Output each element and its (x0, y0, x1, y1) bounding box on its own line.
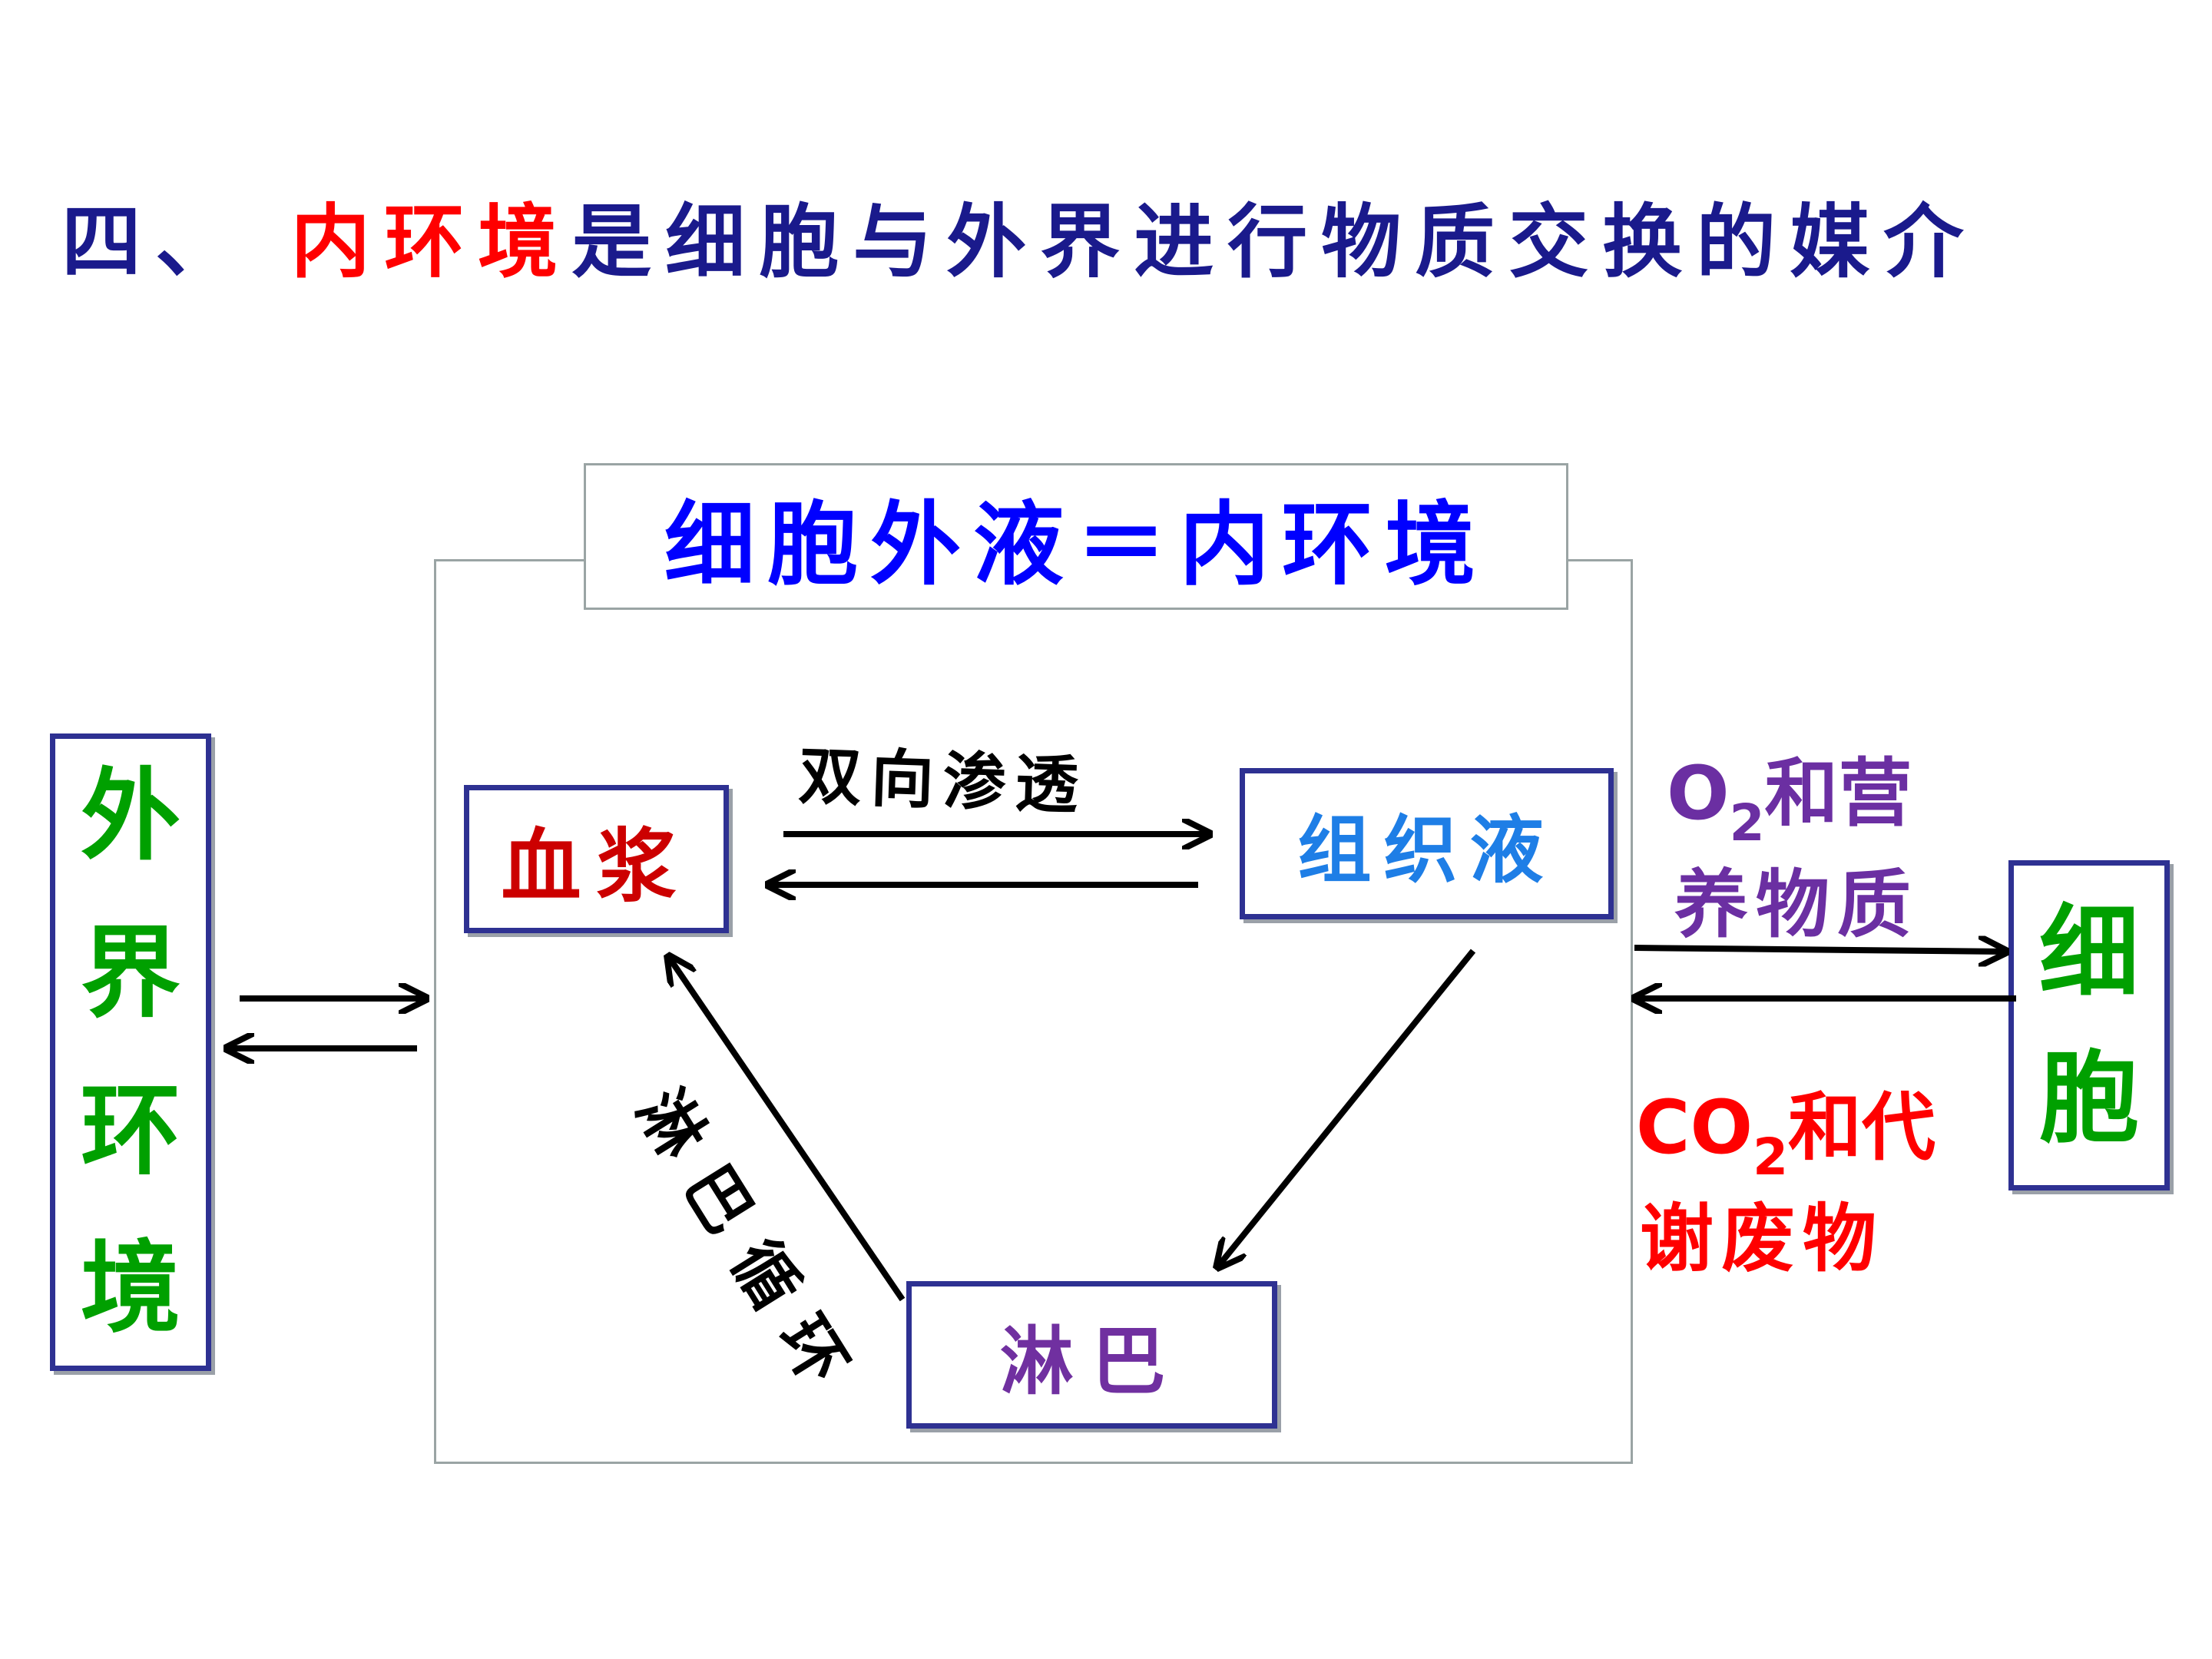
slide-heading: 四、 内环境是细胞与外界进行物质交换的媒介 (61, 188, 1977, 296)
co2-suffix: 和代 (1788, 1084, 1936, 1171)
heading-rest: 是细胞与外界进行物质交换的媒介 (571, 195, 1978, 289)
co2-waste-label-line1: CO2和代 (1636, 1068, 1936, 1187)
cell-label: 细胞 (2038, 894, 2139, 1157)
co2-prefix: CO (1636, 1084, 1753, 1171)
tissue-fluid-box: 组织液 (1240, 768, 1614, 919)
o2-subscript: 2 (1729, 793, 1765, 853)
o2-nutrients-label-line1: O2和营 (1667, 733, 1912, 853)
heading-prefix: 四、 (61, 195, 250, 289)
diagram-title-box: 细胞外液＝内环境 (584, 463, 1568, 610)
arrow-tissue-to-lymph (1217, 949, 1476, 1267)
waste-label-line2: 谢废物 (1640, 1196, 1884, 1282)
heading-highlight: 内环境 (290, 195, 572, 289)
external-environment-box: 外界环境 (50, 733, 211, 1371)
lymph-box: 淋巴 (906, 1281, 1277, 1429)
o2-suffix: 和营 (1764, 750, 1912, 836)
cell-box: 细胞 (2008, 860, 2170, 1190)
nutrients-label-line2: 养物质 (1674, 862, 1919, 948)
plasma-box: 血浆 (464, 785, 729, 933)
lymph-label: 淋巴 (999, 1318, 1184, 1405)
diagram-title: 细胞外液＝内环境 (664, 492, 1488, 598)
co2-subscript: 2 (1753, 1128, 1788, 1187)
arrow-tissue-to-cell (1634, 948, 2006, 952)
tissue-fluid-label: 组织液 (1297, 807, 1556, 893)
arrow-lymph-to-plasma (668, 956, 906, 1302)
external-environment-label: 外界环境 (80, 757, 180, 1346)
plasma-label: 血浆 (501, 820, 692, 913)
o2-prefix: O (1667, 750, 1730, 836)
